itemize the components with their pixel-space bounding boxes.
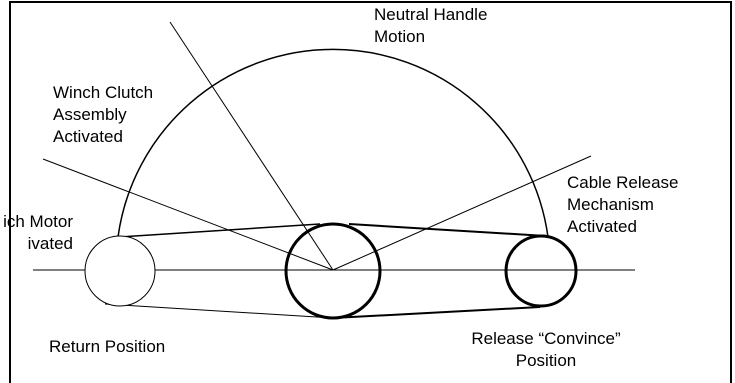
label-line: Cable Release [567,173,679,192]
label-neutral-handle-motion: Neutral Handle Motion [374,4,487,48]
label-line: ivated [27,234,73,253]
center-pulley [284,222,382,320]
label-line: ich Motor [3,212,73,231]
label-line: Neutral Handle [374,5,488,24]
label-line: Activated [53,127,123,146]
belt-top-right [348,223,547,237]
label-line: Position [515,351,577,370]
label-cable-release-mechanism-activated: Cable Release Mechanism Activated [567,172,679,238]
label-line: Release “Convince” [471,329,621,348]
cable-release-line [332,155,592,271]
label-line: Assembly [53,105,127,124]
label-winch-motor-activated: ich Motor ivated [3,211,73,255]
label-return-position: Return Position [49,337,166,356]
label-line: Motion [374,27,426,46]
label-release-convince-position: Release “Convince” Position [441,328,651,372]
diagram-frame [9,1,732,383]
release-pulley [504,234,578,308]
neutral-handle-line [169,21,334,271]
label-line: Mechanism [567,195,654,214]
belt-bottom-right [332,306,541,319]
winch-clutch-line [42,158,334,271]
label-winch-clutch-assembly-activated: Winch Clutch Assembly Activated [53,82,153,148]
label-line: Activated [567,217,637,236]
return-pulley [84,235,156,307]
belt-bottom-left [104,303,334,319]
handle-motion-arc [117,48,549,238]
belt-top-left [119,223,321,238]
label-line: Winch Clutch [53,83,154,102]
